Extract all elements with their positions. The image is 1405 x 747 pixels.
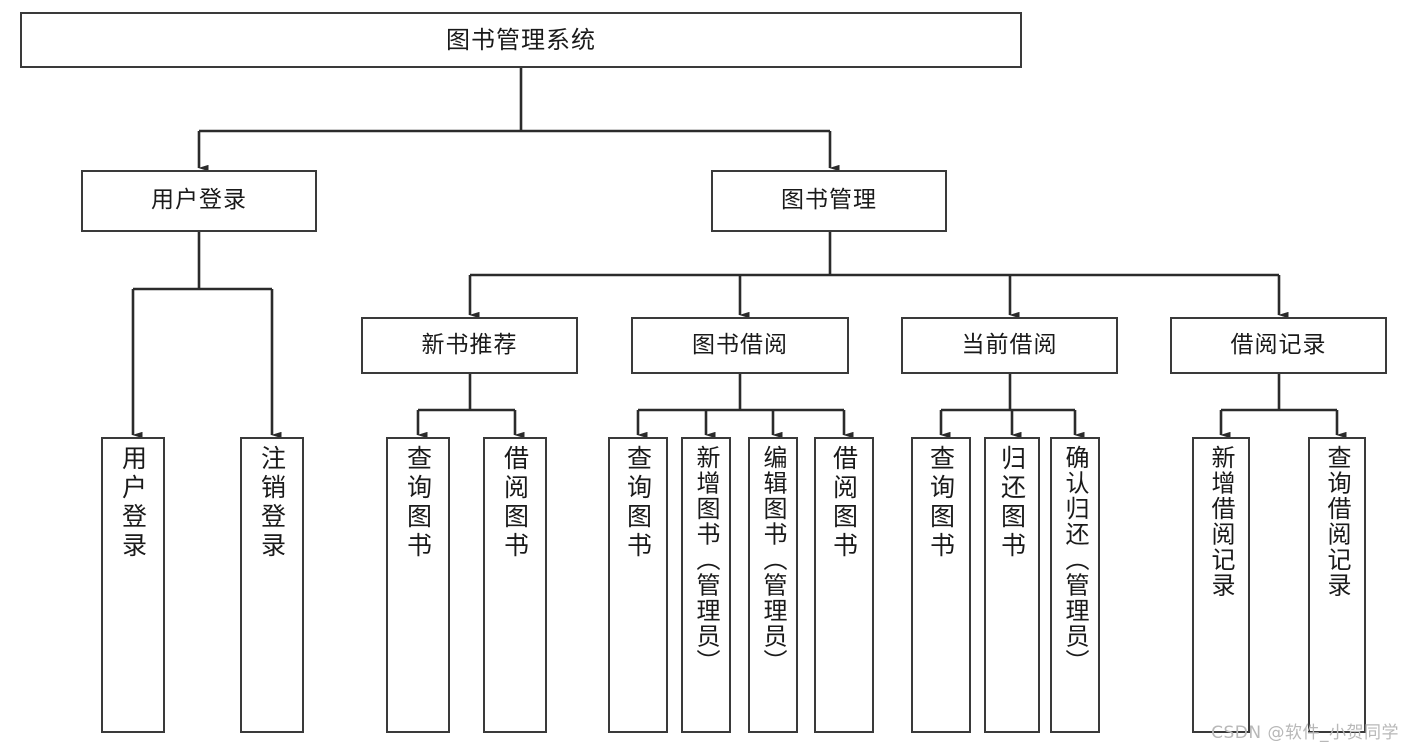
node-new-book-recommend-label: 新书推荐	[421, 331, 518, 358]
node-leaf-query-record[interactable]: 查询借阅记录	[1308, 437, 1366, 733]
node-book-manage[interactable]: 图书管理	[711, 170, 947, 232]
node-leaf-confirm-return-label: 确认归还（管理员）	[1061, 445, 1089, 675]
node-leaf-borrow-book-1[interactable]: 借阅图书	[483, 437, 547, 733]
node-leaf-logout-label: 注销登录	[257, 445, 287, 561]
node-leaf-return-book[interactable]: 归还图书	[984, 437, 1040, 733]
node-current-borrow[interactable]: 当前借阅	[901, 317, 1118, 374]
node-leaf-borrow-book-1-label: 借阅图书	[500, 445, 530, 561]
node-leaf-query-book-3-label: 查询图书	[926, 445, 956, 561]
node-leaf-borrow-book-2[interactable]: 借阅图书	[814, 437, 874, 733]
node-root-label: 图书管理系统	[446, 25, 596, 54]
node-leaf-query-book-2[interactable]: 查询图书	[608, 437, 668, 733]
node-leaf-confirm-return[interactable]: 确认归还（管理员）	[1050, 437, 1100, 733]
node-book-borrow[interactable]: 图书借阅	[631, 317, 849, 374]
node-leaf-query-book-2-label: 查询图书	[623, 445, 653, 561]
node-leaf-add-record-label: 新增借阅记录	[1207, 445, 1235, 598]
node-leaf-user-login[interactable]: 用户登录	[101, 437, 165, 733]
node-leaf-add-record[interactable]: 新增借阅记录	[1192, 437, 1250, 733]
node-borrow-record-label: 借阅记录	[1230, 331, 1327, 358]
node-leaf-query-book-3[interactable]: 查询图书	[911, 437, 971, 733]
node-book-manage-label: 图书管理	[781, 187, 877, 214]
node-book-borrow-label: 图书借阅	[692, 331, 788, 358]
node-leaf-edit-book[interactable]: 编辑图书（管理员）	[748, 437, 798, 733]
node-new-book-recommend[interactable]: 新书推荐	[361, 317, 578, 374]
node-leaf-add-book-label: 新增图书（管理员）	[692, 445, 720, 675]
node-user-login[interactable]: 用户登录	[81, 170, 317, 232]
node-leaf-query-record-label: 查询借阅记录	[1323, 445, 1351, 598]
node-leaf-query-book-1[interactable]: 查询图书	[386, 437, 450, 733]
node-leaf-logout[interactable]: 注销登录	[240, 437, 304, 733]
node-leaf-return-book-label: 归还图书	[997, 445, 1027, 561]
node-leaf-add-book[interactable]: 新增图书（管理员）	[681, 437, 731, 733]
node-root[interactable]: 图书管理系统	[20, 12, 1022, 68]
node-leaf-user-login-label: 用户登录	[118, 445, 148, 561]
node-leaf-query-book-1-label: 查询图书	[403, 445, 433, 561]
node-leaf-edit-book-label: 编辑图书（管理员）	[759, 445, 787, 675]
node-user-login-label: 用户登录	[151, 187, 247, 214]
node-leaf-borrow-book-2-label: 借阅图书	[829, 445, 859, 561]
node-current-borrow-label: 当前借阅	[961, 331, 1058, 358]
node-borrow-record[interactable]: 借阅记录	[1170, 317, 1387, 374]
